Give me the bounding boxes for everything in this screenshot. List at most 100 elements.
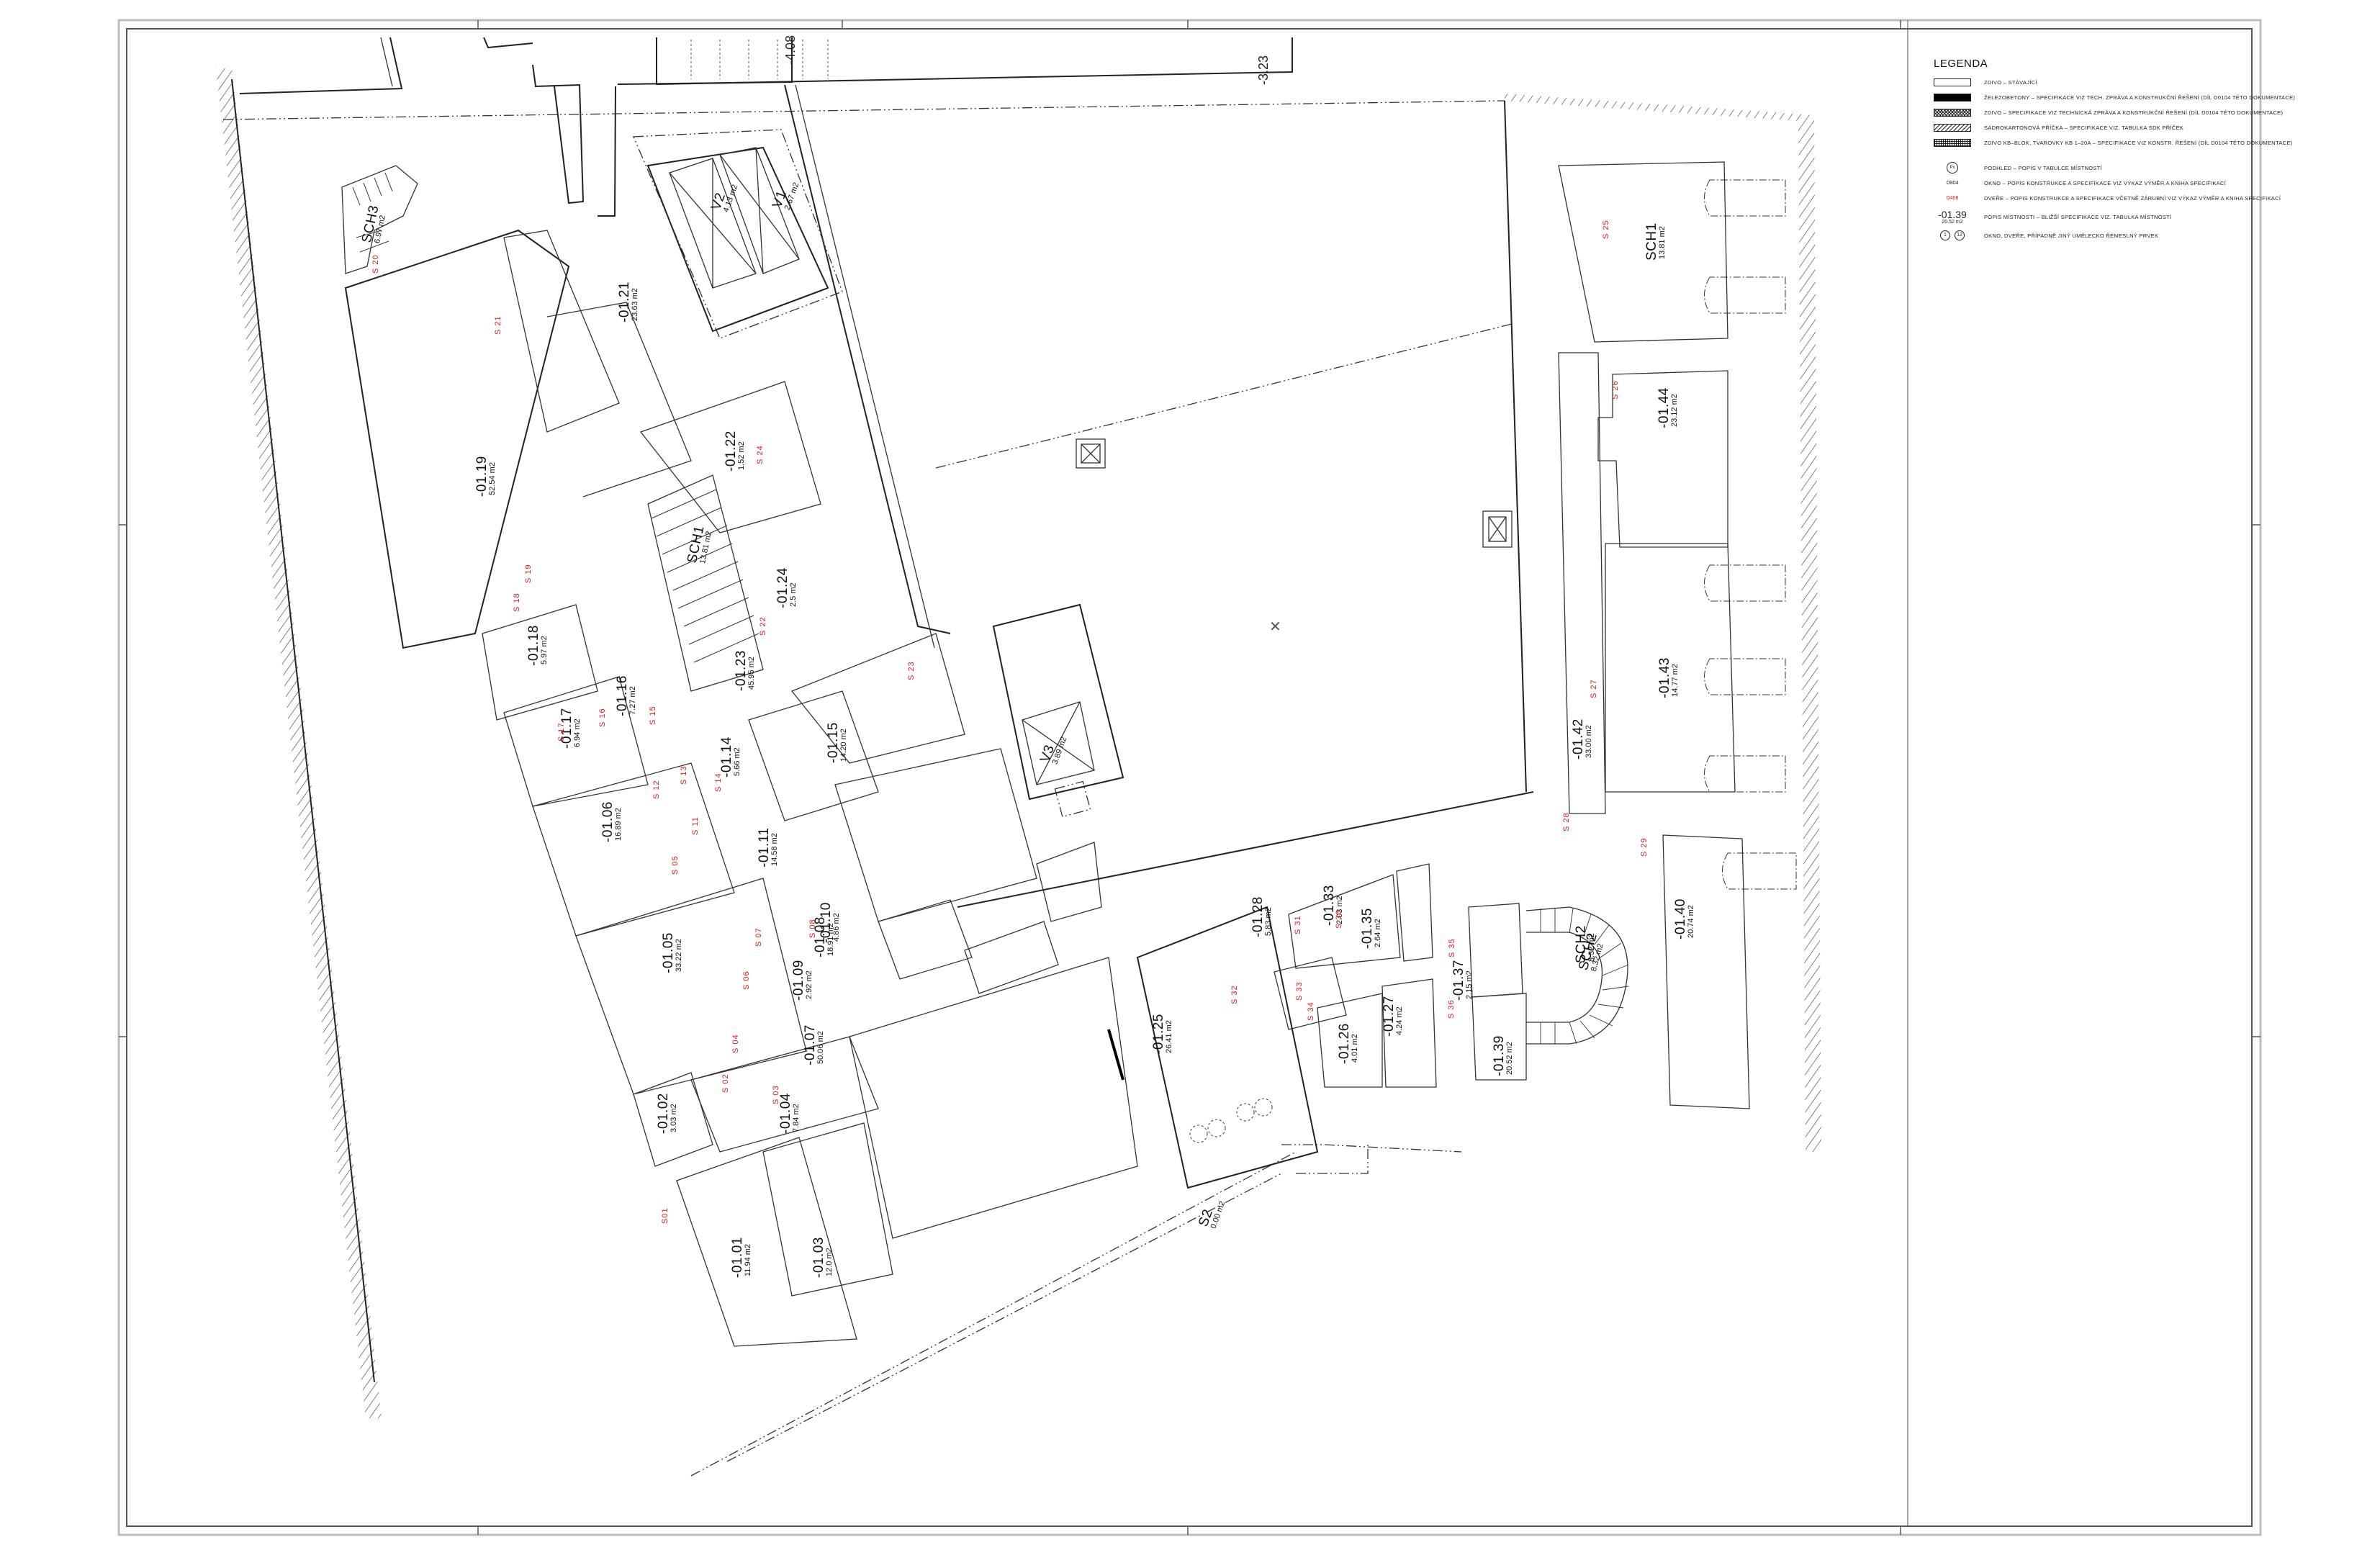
legend-row: ZDIVO – SPECIFIKACE VIZ TECHNICKÁ ZPRÁVA… <box>1934 106 2283 119</box>
door-tag-icon: D408 <box>1946 195 1959 201</box>
legend-panel: LEGENDA ZDIVO – STÁVAJÍCÍ ŽELEZOBETONY –… <box>1934 58 2295 244</box>
door-tag: S 12 <box>652 780 661 799</box>
door-tag: S 28 <box>1562 812 1571 831</box>
sheet-outer-frame <box>117 19 2262 1536</box>
swatch-drywall-icon <box>1934 123 1971 132</box>
door-tag: S 24 <box>756 445 765 464</box>
door-tag: S 27 <box>1590 679 1598 698</box>
courtyard-wall-south <box>957 791 1534 908</box>
door-tag: S 23 <box>907 661 916 680</box>
legend-row: SÁDROKARTONOVÁ PŘÍČKA – SPECIFIKACE VIZ.… <box>1934 121 2250 134</box>
building-east <box>1107 161 1797 1189</box>
door-tag: S 19 <box>524 564 533 583</box>
door-tag: S 07 <box>754 927 763 947</box>
door-tag: S 36 <box>1447 999 1456 1019</box>
door-tag: S 32 <box>1230 985 1239 1004</box>
survey-point-icon: ✕ <box>1269 619 1281 635</box>
door-tag: S 31 <box>1294 915 1302 934</box>
door-tag: S 35 <box>1448 938 1456 957</box>
door-tag: S 29 <box>1640 837 1649 857</box>
hatched-wall-left <box>216 68 382 1418</box>
door-tag: S 13 <box>680 765 688 785</box>
frame-ticks <box>119 20 2260 1535</box>
ceiling-symbol-icon: Px <box>1934 162 1971 173</box>
legend-row: ŽELEZOBETONY – SPECIFIKACE VIZ TECH. ZPR… <box>1934 91 2295 104</box>
door-tag: S 08 <box>808 919 817 938</box>
door-tag: S 20 <box>371 254 380 274</box>
sheet-inner-frame <box>126 28 2253 1527</box>
door-tag: S 03 <box>772 1085 780 1104</box>
legend-row: ZDIVO – STÁVAJÍCÍ <box>1934 76 2250 89</box>
door-tag: S 30 <box>1335 909 1343 929</box>
door-tag: S 18 <box>513 592 521 612</box>
door-tag: S 14 <box>714 772 723 792</box>
door-tag: S 04 <box>731 1034 740 1053</box>
swatch-existing-masonry-icon <box>1934 78 1971 86</box>
street-boundary <box>222 37 1505 217</box>
legend-row: ZDIVO KB–BLOK, TVAROVKY KB 1–20A – SPECI… <box>1934 136 2292 149</box>
door-tag: S 06 <box>742 970 751 990</box>
legend-title: LEGENDA <box>1934 58 1988 70</box>
door-tag: S 33 <box>1295 981 1304 1001</box>
door-tag: S 15 <box>649 706 657 725</box>
door-tag: S 34 <box>1307 1001 1315 1021</box>
building-west <box>341 84 1462 1477</box>
door-tag: S 17 <box>557 722 566 742</box>
swatch-kb-block-icon <box>1934 138 1971 147</box>
window-tag-icon: O804 <box>1946 180 1959 186</box>
swatch-reinforced-concrete-icon <box>1934 93 1971 102</box>
door-tag: S 25 <box>1602 220 1610 239</box>
elevation-label: -3.23 <box>1256 55 1271 85</box>
door-tag: S 26 <box>1611 380 1620 400</box>
door-tag: S 02 <box>721 1073 730 1093</box>
swatch-new-masonry-icon <box>1934 108 1971 117</box>
vent-symbols <box>1076 438 1513 548</box>
door-tag: S 21 <box>494 315 502 335</box>
door-tag: S 11 <box>691 816 700 835</box>
elevation-label: -4.08 <box>783 35 798 65</box>
courtyard-wall-east <box>1504 100 1527 793</box>
door-tag: S 05 <box>671 855 680 875</box>
door-tag: S01 <box>661 1207 670 1224</box>
door-tag: S 22 <box>759 616 767 636</box>
door-tag: S 16 <box>598 708 607 727</box>
courtyard-axis <box>935 323 1513 469</box>
